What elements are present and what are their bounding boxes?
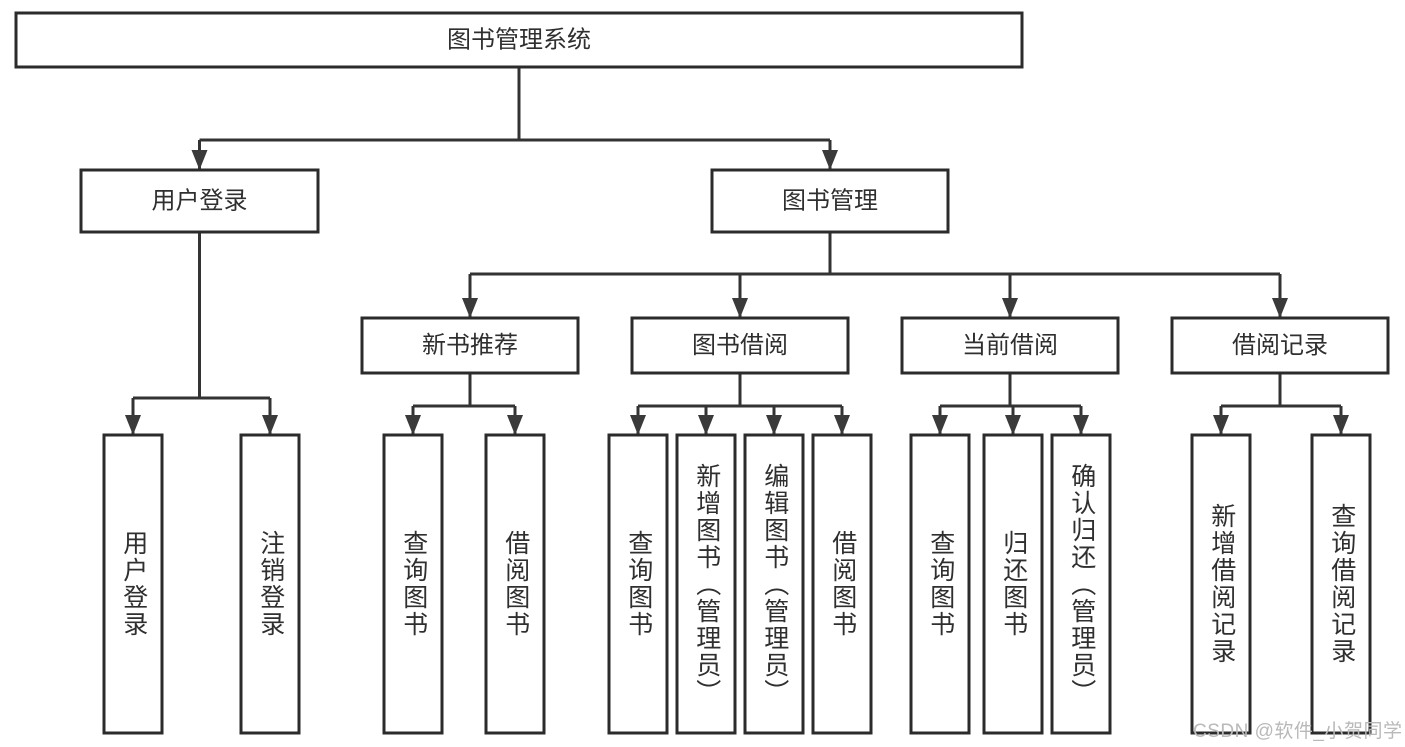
leaf-box-4[interactable] [607, 433, 669, 735]
leaf-box-7[interactable] [811, 433, 873, 735]
connectors-layer [125, 67, 1349, 435]
arrowhead-l2-to-l3-0 [462, 298, 478, 318]
arrowhead-l2-to-l3-1 [732, 298, 748, 318]
leaf-box-8[interactable] [909, 433, 971, 735]
arrowhead-to-leaf-9 [1005, 415, 1021, 435]
leaf-box-3[interactable] [484, 433, 546, 735]
arrowhead-to-leaf-5 [698, 415, 714, 435]
node-box-l3-2[interactable] [900, 316, 1120, 375]
node-label-l3-0: 新书推荐 [422, 332, 518, 359]
leaf-box-11[interactable] [1190, 433, 1252, 735]
arrowhead-l2-to-l3-3 [1272, 298, 1288, 318]
arrowhead-to-leaf-1 [262, 415, 278, 435]
node-label-root: 图书管理系统 [447, 26, 591, 53]
leaf-box-12[interactable] [1310, 433, 1372, 735]
node-box-l2-0[interactable] [79, 168, 320, 234]
arrowhead-to-leaf-7 [834, 415, 850, 435]
node-label-l3-3: 借阅记录 [1232, 332, 1328, 359]
leaf-box-1[interactable] [239, 433, 301, 735]
leaf-box-6[interactable] [743, 433, 805, 735]
node-label-l2-0: 用户登录 [152, 187, 248, 214]
leaf-box-0[interactable] [102, 433, 164, 735]
arrowhead-to-leaf-6 [766, 415, 782, 435]
arrowhead-to-leaf-11 [1213, 415, 1229, 435]
node-box-root[interactable] [14, 11, 1024, 69]
arrowhead-to-leaf-2 [405, 415, 421, 435]
arrowhead-to-leaf-4 [630, 415, 646, 435]
leaf-box-10[interactable] [1050, 433, 1112, 735]
leaf-box-2[interactable] [382, 433, 444, 735]
arrowhead-root-to-l2-0 [191, 150, 208, 170]
arrowhead-to-leaf-10 [1073, 415, 1089, 435]
node-box-l3-3[interactable] [1170, 316, 1390, 375]
arrowhead-l2-to-l3-2 [1002, 298, 1018, 318]
arrowhead-to-leaf-8 [932, 415, 948, 435]
node-box-l3-1[interactable] [630, 316, 850, 375]
boxes-layer [14, 11, 1390, 735]
arrowhead-root-to-l2-1 [822, 150, 838, 170]
arrowhead-to-leaf-0 [125, 415, 141, 435]
arrowhead-to-leaf-3 [507, 415, 523, 435]
node-label-l3-1: 图书借阅 [692, 332, 788, 359]
arrowhead-to-leaf-12 [1333, 415, 1349, 435]
node-box-l2-1[interactable] [710, 168, 950, 234]
leaf-box-5[interactable] [675, 433, 737, 735]
node-label-l2-1: 图书管理 [782, 187, 878, 214]
watermark-text: CSDN @软件_小贺同学 [1193, 721, 1403, 742]
node-label-l3-2: 当前借阅 [962, 332, 1058, 359]
node-box-l3-0[interactable] [360, 316, 580, 375]
leaf-box-9[interactable] [982, 433, 1044, 735]
